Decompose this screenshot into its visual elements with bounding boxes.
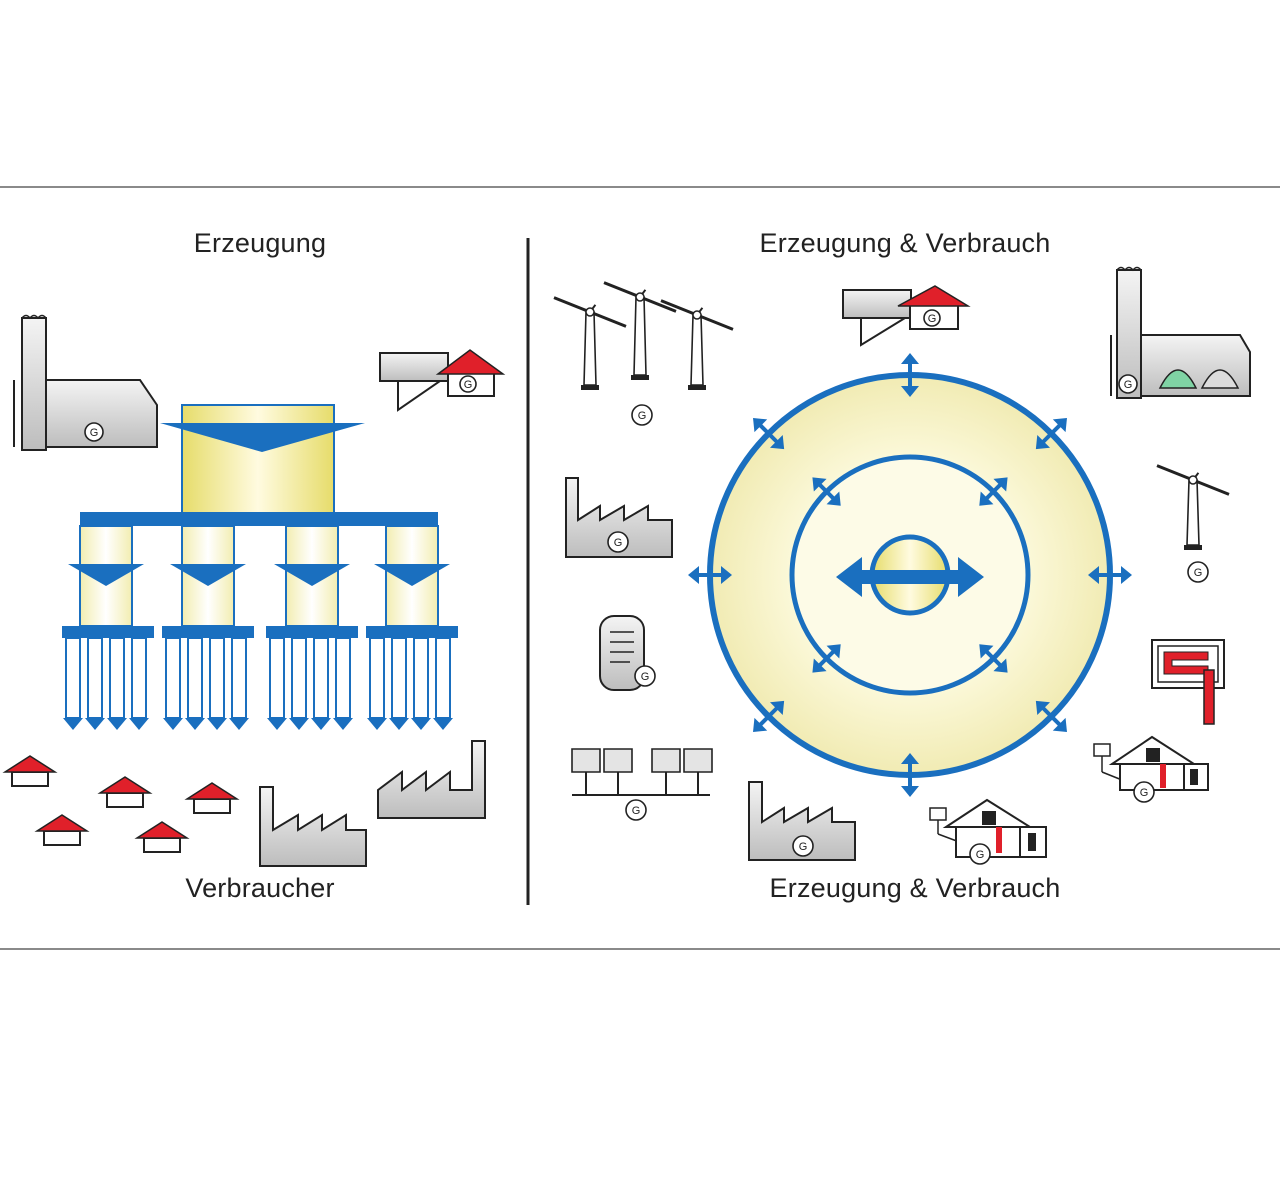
small-power-station-icon bbox=[842, 285, 971, 347]
generator-symbol: G bbox=[638, 410, 647, 422]
generator-symbol: G bbox=[976, 849, 985, 861]
hub-bidirectional-arrow bbox=[836, 557, 984, 597]
solar-house-icon bbox=[1093, 735, 1209, 803]
generator-icon bbox=[1187, 561, 1209, 583]
generator-symbol: G bbox=[641, 671, 650, 683]
fuel-cell-icon bbox=[599, 615, 656, 691]
wind-turbine-icon bbox=[660, 299, 734, 390]
flow-arrow bbox=[1035, 700, 1067, 732]
wind-turbine-icon bbox=[553, 296, 627, 390]
right-bottom-label: Erzeugung & Verbrauch bbox=[769, 873, 1061, 903]
central-power-plant bbox=[13, 314, 158, 451]
generator-symbol: G bbox=[632, 805, 641, 817]
distribution-level-box bbox=[374, 525, 450, 627]
consumer-houses bbox=[2, 755, 240, 853]
flow-arrow bbox=[1088, 566, 1132, 584]
bottom-divider-line bbox=[0, 948, 1280, 950]
feeder-group bbox=[266, 626, 358, 730]
generator-symbol: G bbox=[799, 841, 808, 853]
top-divider-line bbox=[0, 186, 1280, 188]
wind-farm-icon bbox=[553, 281, 734, 390]
house-icon bbox=[97, 776, 153, 808]
flow-arrow bbox=[979, 644, 1008, 673]
house-icon bbox=[2, 755, 58, 787]
small-power-station-icon bbox=[379, 349, 506, 412]
factory-generator-icon bbox=[565, 477, 673, 558]
generator-symbol: G bbox=[614, 537, 623, 549]
factory-icon bbox=[259, 786, 367, 867]
flow-arrow bbox=[812, 644, 841, 673]
generator-symbol: G bbox=[90, 427, 99, 439]
transmission-hierarchy bbox=[62, 404, 458, 730]
factory-generator-icon bbox=[748, 781, 856, 861]
flow-arrow bbox=[688, 566, 732, 584]
wind-turbine-icon bbox=[1156, 464, 1230, 550]
feeder-group bbox=[162, 626, 254, 730]
solar-house-icon bbox=[929, 798, 1047, 865]
house-icon bbox=[34, 814, 90, 846]
house-icon bbox=[134, 821, 190, 853]
distribution-level-box bbox=[170, 525, 246, 627]
feeder-group bbox=[366, 626, 458, 730]
solar-array-icon bbox=[571, 748, 713, 821]
distribution-level-box bbox=[68, 525, 144, 627]
left-top-label: Erzeugung bbox=[193, 228, 327, 258]
generator-symbol: G bbox=[1124, 379, 1133, 391]
flow-arrow bbox=[753, 700, 785, 732]
flow-arrow bbox=[812, 477, 841, 506]
generator-icon bbox=[631, 404, 653, 426]
flow-arrow bbox=[1035, 418, 1067, 450]
flow-arrow bbox=[901, 353, 919, 397]
biogas-plant-icon bbox=[1110, 266, 1251, 399]
generator-symbol: G bbox=[1140, 787, 1149, 799]
generator-symbol: G bbox=[1194, 567, 1203, 579]
generator-icon bbox=[84, 422, 104, 442]
right-top-label: Erzeugung & Verbrauch bbox=[759, 228, 1051, 258]
left-bottom-label: Verbraucher bbox=[185, 873, 335, 903]
flow-arrow bbox=[901, 753, 919, 797]
factory-icon bbox=[377, 740, 486, 819]
distribution-level-box bbox=[274, 525, 350, 627]
feeder-group bbox=[62, 626, 154, 730]
wind-turbine-icon bbox=[1156, 464, 1230, 550]
generator-symbol: G bbox=[928, 313, 937, 325]
flow-arrow bbox=[979, 477, 1008, 506]
wind-turbine-icon bbox=[603, 281, 677, 380]
house-icon bbox=[184, 782, 240, 814]
generator-symbol: G bbox=[464, 379, 473, 391]
flow-arrow bbox=[753, 418, 785, 450]
heat-storage-icon bbox=[1151, 639, 1225, 725]
ring-network bbox=[688, 353, 1132, 797]
